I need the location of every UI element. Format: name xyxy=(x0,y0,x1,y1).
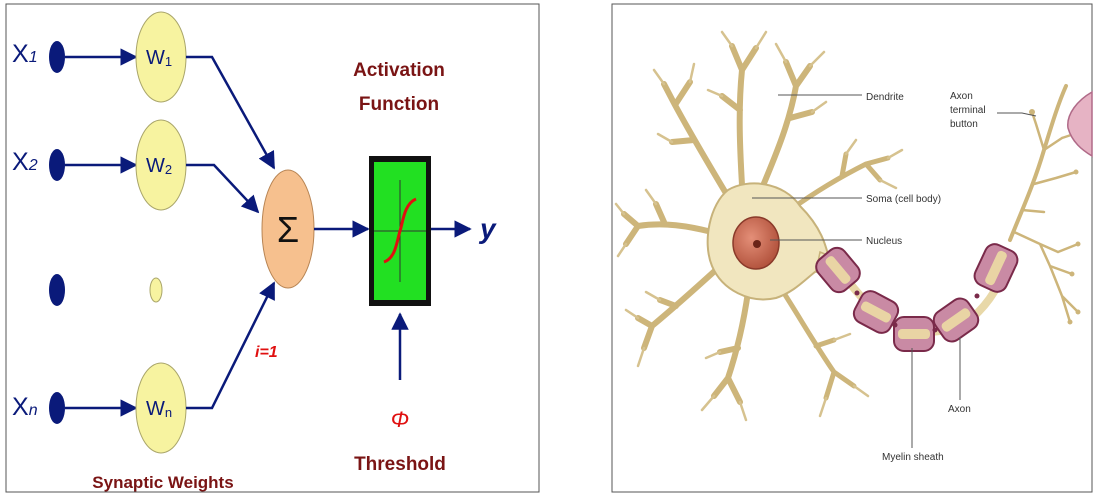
axon-terminal-label-line1: Axon xyxy=(950,91,973,102)
input-node-ellipsis xyxy=(49,274,65,306)
myelin-segment-3 xyxy=(894,317,934,351)
dendrite-label: Dendrite xyxy=(866,92,904,103)
activation-title-line1: Activation xyxy=(353,60,445,81)
nucleus-label: Nucleus xyxy=(866,236,902,247)
nucleolus xyxy=(753,240,761,248)
axon-label: Axon xyxy=(948,404,971,415)
threshold-label: Threshold xyxy=(354,454,446,475)
neuron-panel: Dendrite Soma (cell body) Nucleus Axon t… xyxy=(612,4,1092,492)
axon-terminal-label-line2: terminal xyxy=(950,105,986,116)
synaptic-weights-caption: Synaptic Weights xyxy=(92,473,233,492)
axon-terminal-label-line3: button xyxy=(950,119,978,130)
neuron-panel-border xyxy=(612,4,1092,492)
input-node-x1 xyxy=(49,41,65,73)
summation-symbol: Σ xyxy=(277,209,299,250)
summation-index: i=1 xyxy=(255,344,278,361)
output-label: y xyxy=(478,213,497,244)
activation-title-line2: Function xyxy=(359,94,439,115)
input-node-xn xyxy=(49,392,65,424)
weight-node-ellipsis xyxy=(150,278,162,302)
input-node-x2 xyxy=(49,149,65,181)
perceptron-panel: X1 X2 Xn W1 W2 Wn xyxy=(6,4,539,492)
soma-label: Soma (cell body) xyxy=(866,194,941,205)
myelin-sheath-label: Myelin sheath xyxy=(882,452,944,463)
threshold-symbol: Φ xyxy=(391,407,409,432)
